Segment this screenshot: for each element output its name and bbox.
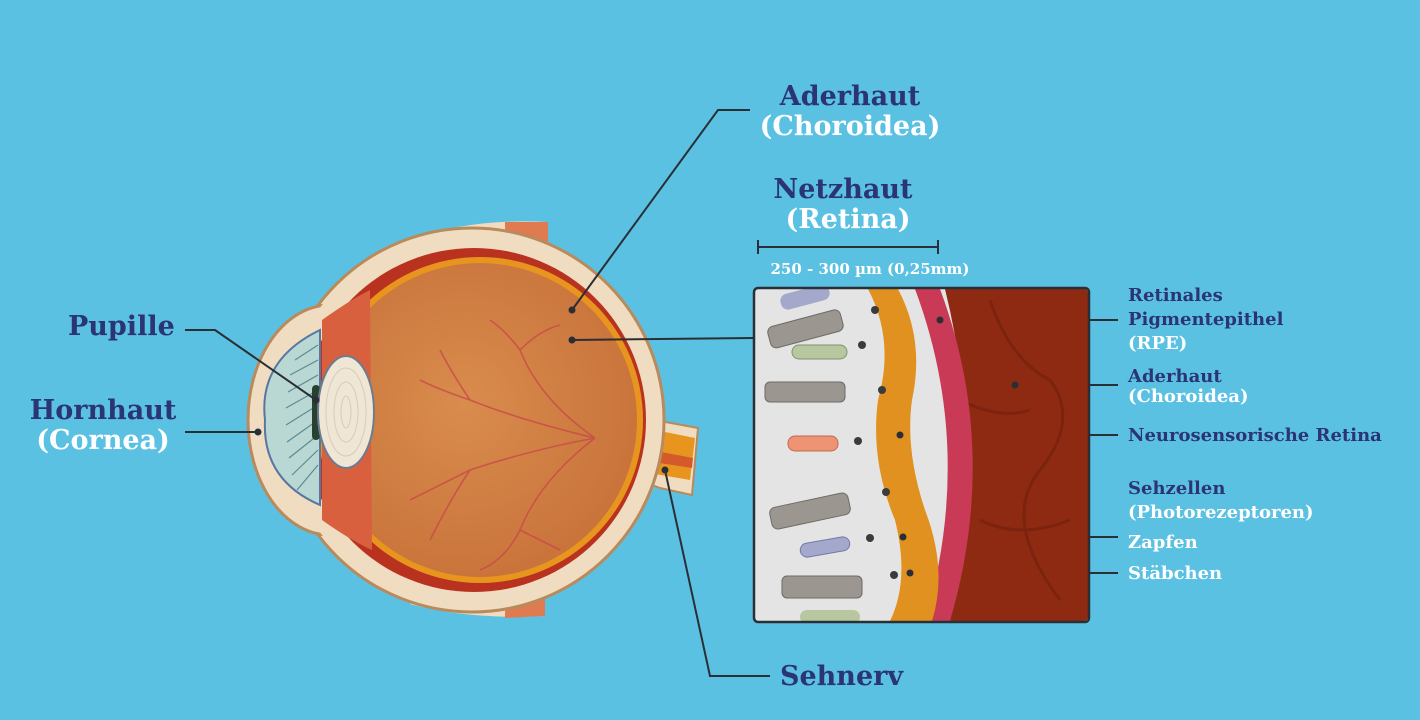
label-pupil: Pupille [68, 311, 175, 342]
label-cornea-latin: (Cornea) [36, 425, 170, 456]
label-photoreceptors: Sehzellen [1128, 478, 1226, 499]
label-photoreceptors-latin: (Photorezeptoren) [1128, 502, 1314, 523]
label-cornea: Hornhaut [29, 395, 177, 426]
photoreceptor-cells [764, 289, 898, 621]
label-cones: Zapfen [1128, 532, 1198, 553]
label-choroid-top: Aderhaut [779, 81, 921, 112]
label-rpe-2: Pigmentepithel [1128, 309, 1284, 330]
retinal-blood-vessels [409, 319, 596, 571]
label-rpe-3: (RPE) [1128, 333, 1188, 354]
label-retina-top: Netzhaut [773, 174, 913, 205]
label-rpe-1: Retinales [1128, 285, 1223, 306]
retina-closeup [755, 289, 1088, 621]
label-choroid-right: Aderhaut [1128, 366, 1222, 387]
label-thickness: 250 - 300 µm (0,25mm) [770, 260, 970, 278]
vitreous-body [323, 263, 637, 577]
retina-closeup-frame [752, 286, 1091, 624]
label-choroid-top-latin: (Choroidea) [759, 111, 941, 142]
label-choroid-right-latin: (Choroidea) [1128, 386, 1249, 407]
label-optic-nerve: Sehnerv [780, 661, 904, 692]
label-retina-top-latin: (Retina) [785, 204, 911, 235]
lens [317, 355, 375, 469]
label-neurosensory-retina: Neurosensorische Retina [1128, 425, 1382, 446]
leader-dots [254, 306, 669, 474]
label-rods: Stäbchen [1128, 563, 1223, 584]
iris [285, 344, 319, 491]
